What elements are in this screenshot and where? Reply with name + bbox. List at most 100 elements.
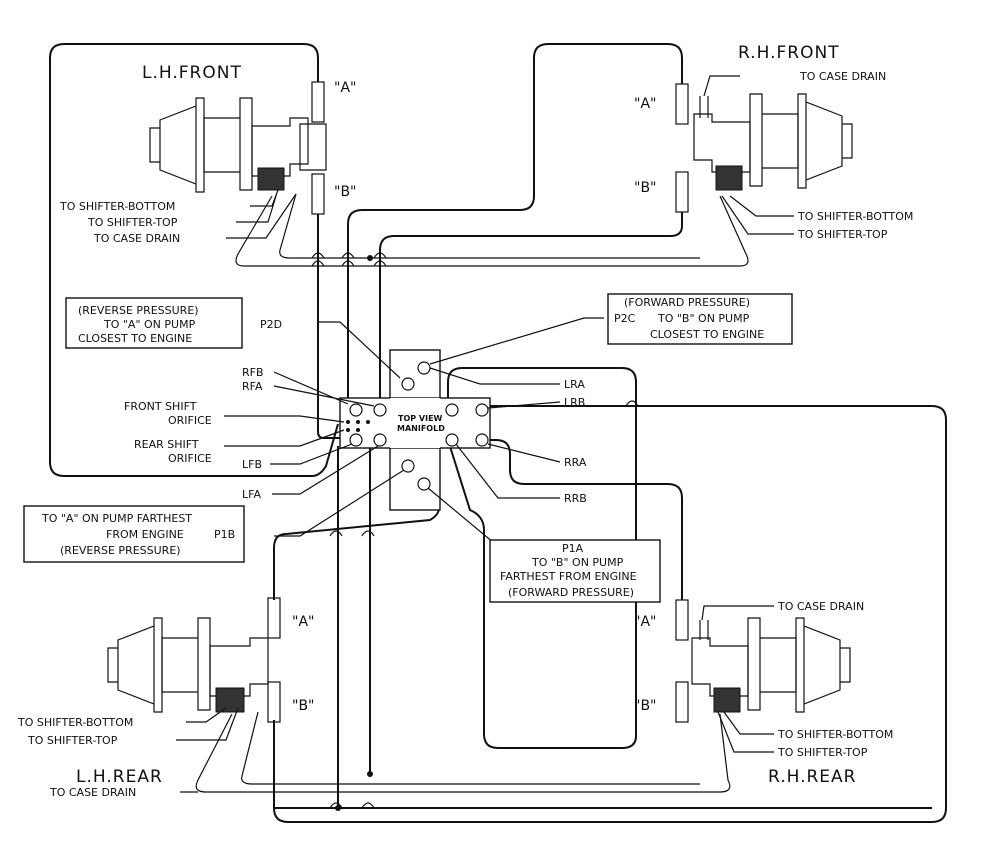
pump-flange: [203, 97, 253, 191]
callout-forward-engine-1: (FORWARD PRESSURE): [624, 296, 750, 309]
label-rhr-shifter-top: TO SHIFTER-TOP: [777, 746, 868, 759]
title-rh-rear: R.H.REAR: [768, 767, 857, 787]
fitting-b: [311, 173, 325, 215]
case-drain-fitting: [699, 620, 709, 640]
label-lhr-shifter-top: TO SHIFTER-TOP: [27, 734, 118, 747]
label-p1b: P1B: [214, 528, 235, 541]
fitting-b: [675, 171, 689, 213]
pump-valve: [713, 687, 741, 713]
manifold-center: [390, 398, 440, 448]
fitting-a: [267, 597, 281, 639]
manifold-title-2: MANIFOLD: [397, 424, 445, 433]
fitting-b: [267, 681, 281, 723]
label-rear-shift-2: ORIFICE: [168, 452, 212, 465]
pump-body: [209, 637, 269, 697]
label-lhr-shifter-bottom: TO SHIFTER-BOTTOM: [17, 716, 133, 729]
pump-motor: [797, 93, 853, 189]
port-lfa: [373, 433, 387, 447]
manifold: TOP VIEW MANIFOLD: [339, 349, 491, 511]
shifter-lines-lhf: [235, 193, 749, 267]
callout-reverse-far-1: TO "A" ON PUMP FARTHEST: [41, 512, 192, 525]
label-lhf-shifter-bottom: TO SHIFTER-BOTTOM: [59, 200, 175, 213]
title-rh-front: R.H.FRONT: [738, 43, 840, 63]
pump-lh-front: [149, 81, 327, 215]
fitting-b: [675, 681, 689, 723]
label-rfb: RFB: [242, 366, 264, 379]
pump-motor: [149, 97, 205, 193]
port-rra: [475, 433, 489, 447]
callout-forward-engine-2: TO "B" ON PUMP: [657, 312, 750, 325]
label-rhf-shifter-bottom: TO SHIFTER-BOTTOM: [797, 210, 913, 223]
port-a-rhf: "A": [634, 96, 656, 112]
label-p1a: P1A: [562, 542, 584, 555]
hose-rhf-a: [347, 43, 683, 414]
callout-reverse-engine-1: (REVERSE PRESSURE): [78, 304, 199, 317]
title-lh-front: L.H.FRONT: [142, 63, 242, 83]
port-lra: [445, 403, 459, 417]
hose-routes: [49, 43, 947, 823]
fitting-a: [311, 81, 325, 123]
shifter-lines-lhr: [195, 711, 731, 793]
label-rra: RRA: [564, 456, 587, 469]
port-lrb: [475, 403, 489, 417]
port-lfb: [349, 433, 363, 447]
port-rrb: [445, 433, 459, 447]
pump-lh-rear: [107, 597, 281, 723]
port-a-lhr: "A": [292, 614, 314, 630]
pump-valve: [715, 165, 743, 191]
callout-forward-engine-3: CLOSEST TO ENGINE: [650, 328, 764, 341]
title-lh-rear: L.H.REAR: [76, 767, 163, 787]
port-b-rhf: "B": [634, 180, 656, 196]
callout-forward-far-2: FARTHEST FROM ENGINE: [500, 570, 637, 583]
junction-dot: [367, 255, 373, 261]
orifice-dots: [346, 420, 370, 432]
junction-dot: [335, 805, 341, 811]
hose-lrb: [273, 405, 947, 823]
port-p1b: [401, 459, 415, 473]
pump-flange: [161, 617, 211, 711]
label-lhf-shifter-top: TO SHIFTER-TOP: [87, 216, 178, 229]
callout-box-forward-engine: [607, 293, 793, 345]
hose-rhf-b: [379, 212, 683, 436]
hose-lhf-b: [317, 214, 342, 439]
label-front-shift-2: ORIFICE: [168, 414, 212, 427]
label-rhf-case-drain: TO CASE DRAIN: [799, 70, 886, 83]
label-front-shift-1: FRONT SHIFT: [124, 400, 197, 413]
hose-lhf-a: [49, 43, 339, 477]
label-lrb: LRB: [564, 396, 585, 409]
callout-reverse-engine-3: CLOSEST TO ENGINE: [78, 332, 192, 345]
port-b-rhr: "B": [634, 698, 656, 714]
label-p2c: P2C: [614, 312, 636, 325]
port-p1a: [417, 477, 431, 491]
manifold-title-1: TOP VIEW: [398, 414, 443, 423]
callout-box-forward-far: [489, 539, 661, 603]
fitting-a: [675, 83, 689, 125]
callout-reverse-engine-2: TO "A" ON PUMP: [103, 318, 196, 331]
label-rfa: RFA: [242, 380, 263, 393]
label-p2d: P2D: [260, 318, 282, 331]
callout-forward-far-1: TO "B" ON PUMP: [531, 556, 624, 569]
hose-hops: [311, 252, 639, 809]
label-rhf-shifter-top: TO SHIFTER-TOP: [797, 228, 888, 241]
callout-box-reverse-far: [23, 505, 245, 563]
pump-port-block: [299, 123, 327, 171]
callout-forward-far-3: (FORWARD PRESSURE): [508, 586, 634, 599]
pump-body: [691, 637, 749, 697]
port-rfa: [373, 403, 387, 417]
pump-flange: [747, 617, 797, 711]
manifold-ports: [349, 361, 489, 491]
port-p2d: [401, 377, 415, 391]
label-rhr-case-drain: TO CASE DRAIN: [777, 600, 864, 613]
pump-body: [693, 113, 751, 173]
callout-reverse-far-3: (REVERSE PRESSURE): [60, 544, 181, 557]
callout-box-reverse-engine: [65, 297, 243, 349]
callout-reverse-far-2: FROM ENGINE: [106, 528, 184, 541]
pump-valve: [215, 687, 245, 713]
pump-motor: [107, 617, 163, 713]
port-b-lhr: "B": [292, 698, 314, 714]
fitting-a: [675, 599, 689, 641]
pump-motor: [795, 617, 851, 713]
label-rhr-shifter-bottom: TO SHIFTER-BOTTOM: [777, 728, 893, 741]
label-lhf-case-drain: TO CASE DRAIN: [93, 232, 180, 245]
